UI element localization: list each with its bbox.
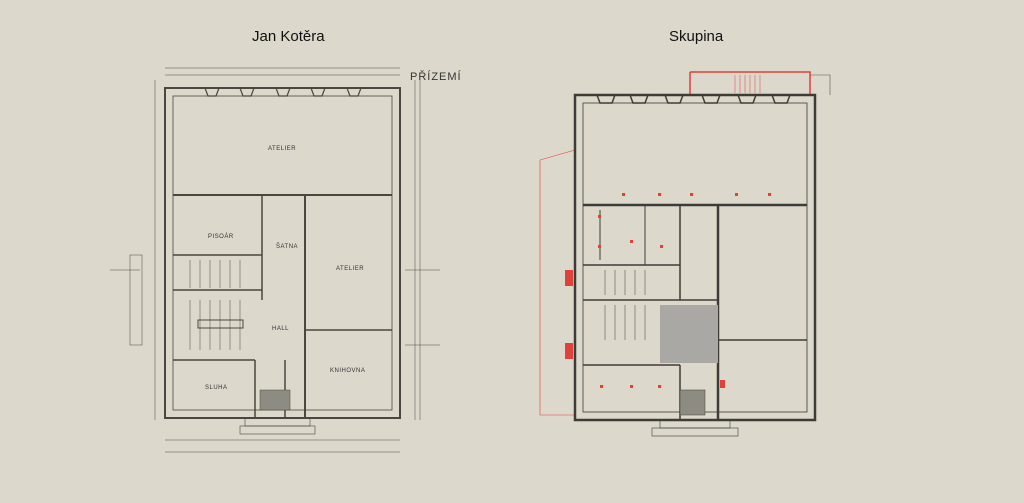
right-plan-title: Skupina — [669, 28, 724, 45]
room-label-atelier-mid: ATELIER — [336, 266, 364, 272]
room-label-pisoar: PISOÁR — [208, 233, 234, 240]
group-floor-plan — [539, 71, 831, 437]
group-plan-red-markers — [565, 193, 771, 388]
room-label-atelier-top: ATELIER — [268, 146, 296, 152]
room-label-hall: HALL — [272, 326, 289, 332]
room-label-sluha: SLUHA — [205, 385, 228, 391]
room-label-satna: ŠATNA — [276, 243, 298, 250]
room-label-knihovna: KNIHOVNA — [330, 368, 365, 374]
original-floor-plan — [110, 67, 440, 453]
left-plan-title: Jan Kotěra — [252, 28, 325, 45]
sheet-label: PŘÍZEMÍ — [410, 70, 462, 83]
